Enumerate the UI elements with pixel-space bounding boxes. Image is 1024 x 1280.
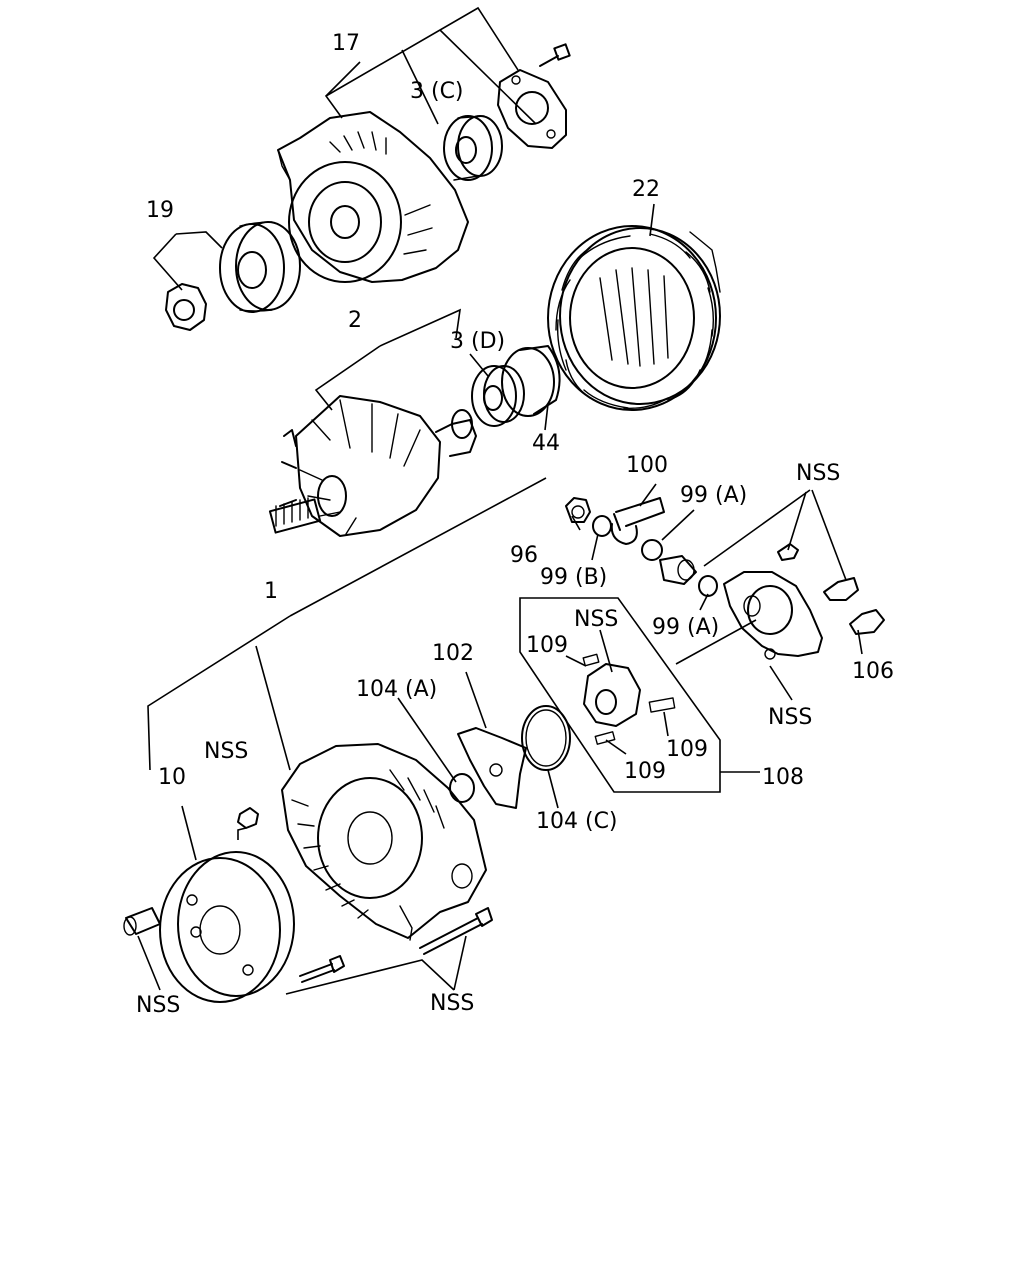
- label-nss-top: NSS: [796, 461, 840, 486]
- terminal-100: [610, 497, 665, 545]
- bearing-retainer-plate: [497, 69, 567, 149]
- label-109-a: 109: [526, 633, 568, 658]
- bearing-sleeve-44: [501, 345, 561, 417]
- regulator-housing: [723, 571, 823, 660]
- label-10: 10: [158, 765, 186, 790]
- bearing-3d: [471, 365, 525, 427]
- label-3d: 3 (D): [450, 329, 505, 354]
- o-ring-99a-top: [641, 539, 663, 561]
- pulley: [219, 221, 301, 313]
- regulator-kit-108: [519, 597, 721, 793]
- through-bolts: [299, 907, 493, 983]
- label-nss-bottom-left: NSS: [136, 993, 180, 1018]
- cover-plate-102: [457, 727, 527, 809]
- label-109-b: 109: [666, 737, 708, 762]
- stator: [547, 225, 721, 411]
- label-44: 44: [532, 431, 560, 456]
- label-96: 96: [510, 543, 538, 568]
- label-99a-top: 99 (A): [680, 483, 747, 508]
- label-nss-cover: NSS: [768, 705, 812, 730]
- label-104c: 104 (C): [536, 809, 618, 834]
- label-2: 2: [348, 308, 362, 333]
- small-screws-nss: [777, 543, 885, 635]
- o-ring-99a-mid: [698, 575, 718, 597]
- o-ring-104c: [521, 705, 571, 771]
- o-ring-104a: [449, 773, 475, 803]
- label-109-c: 109: [624, 759, 666, 784]
- end-cover-10: [159, 851, 295, 1003]
- bolt-end-cover: [123, 907, 161, 936]
- plug-96: [565, 497, 591, 523]
- label-nss-regulator: NSS: [574, 607, 618, 632]
- label-19: 19: [146, 198, 174, 223]
- bearing-3c: [443, 115, 503, 181]
- label-100: 100: [626, 453, 668, 478]
- label-22: 22: [632, 177, 660, 202]
- slip-ring-end-housing: [281, 743, 487, 941]
- label-3c: 3 (C): [410, 79, 464, 104]
- label-nss-nut: NSS: [204, 739, 248, 764]
- label-99a-mid: 99 (A): [652, 615, 719, 640]
- label-102: 102: [432, 641, 474, 666]
- label-104a: 104 (A): [356, 677, 437, 702]
- label-106: 106: [852, 659, 894, 684]
- connector-plug: [659, 555, 697, 585]
- nut-small: [237, 807, 259, 829]
- callout-labels: 17 3 (C) 19 22 2 3 (D) 44 100 99 (A) NSS…: [136, 31, 894, 1018]
- label-1: 1: [264, 579, 278, 604]
- leader-lines: [137, 6, 863, 995]
- label-nss-bottom-right: NSS: [430, 991, 474, 1016]
- rotor: [268, 395, 477, 537]
- label-108: 108: [762, 765, 804, 790]
- o-ring-99b: [592, 515, 612, 537]
- pulley-nut: [165, 283, 207, 331]
- label-17: 17: [332, 31, 360, 56]
- screw-top: [539, 43, 571, 67]
- drive-end-housing: [277, 111, 469, 283]
- label-99b: 99 (B): [540, 565, 607, 590]
